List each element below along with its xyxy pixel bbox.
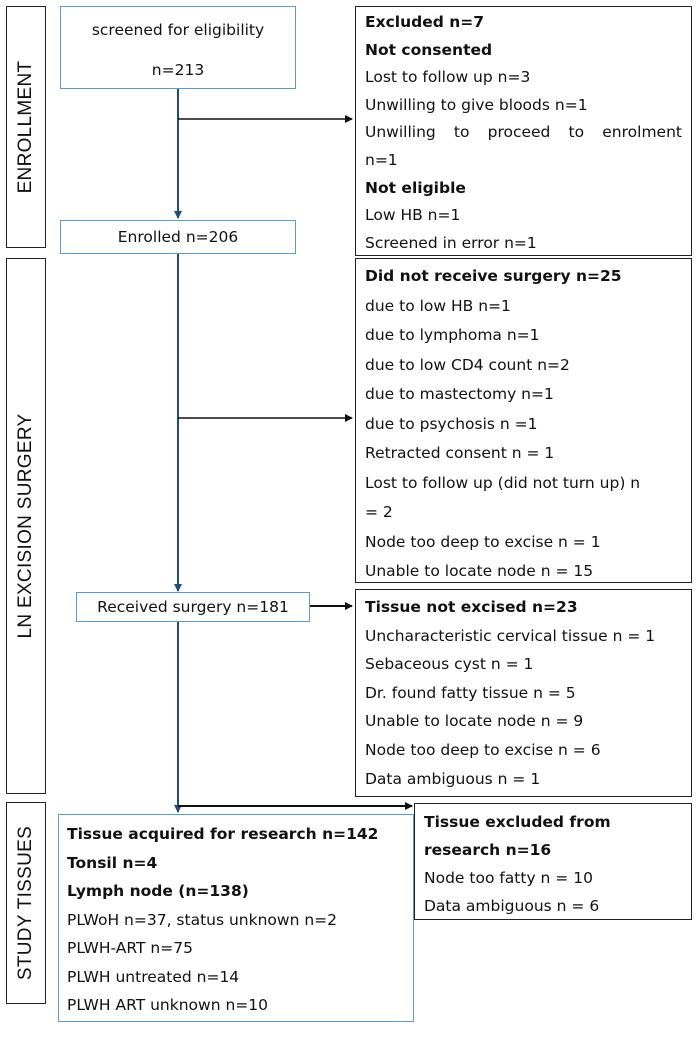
enrolled-box: Enrolled n=206 [60,220,296,254]
excluded-item-error: Screened in error n=1 [365,233,537,252]
acquired-item: PLWH-ART n=75 [67,939,193,957]
tissue-excluded-title: Tissue excluded from [424,813,611,831]
received-box: Received surgery n=181 [76,592,310,622]
acquired-item: PLWH untreated n=14 [67,967,240,986]
not-excised-title: Tissue not excised n=23 [365,598,578,616]
acquired-tonsil: Tonsil n=4 [67,853,158,872]
no-surgery-item: due to psychosis n =1 [365,414,538,433]
not-excised-item: Uncharacteristic cervical tissue n = 1 [365,626,656,645]
excluded-item-proceed: Unwilling to proceed to enrolment [365,123,682,142]
screened-box: screened for eligibility n=213 [60,6,296,89]
acquired-item: PLWH ART unknown n=10 [67,996,269,1014]
acquired-item: PLWoH n=37, status unknown n=2 [67,910,338,929]
no-surgery-item: due to mastectomy n=1 [365,385,554,403]
screened-count: n=213 [151,60,205,79]
no-surgery-item: Lost to follow up (did not turn up) n [365,473,641,492]
excluded-box: Excluded n=7 Not consented Lost to follo… [355,6,692,256]
not-excised-item: Unable to locate node n = 9 [365,712,584,731]
excluded-item-proceed-count: n=1 [365,150,398,169]
phase-study: STUDY TISSUES [6,802,46,1004]
not-excised-item: Node too deep to excise n = 6 [365,740,601,759]
tissue-excluded-title-2: research n=16 [424,841,552,859]
received-label: Received surgery n=181 [97,598,289,616]
not-eligible-heading: Not eligible [365,178,466,197]
tissue-excluded-item: Node too fatty n = 10 [424,869,593,887]
excluded-item-bloods: Unwilling to give bloods n=1 [365,95,588,114]
no-surgery-title: Did not receive surgery n=25 [365,267,622,285]
no-surgery-item: Node too deep to excise n = 1 [365,532,601,551]
excluded-item-low-hb: Low HB n=1 [365,206,461,225]
acquired-box: Tissue acquired for research n=142 Tonsi… [58,814,414,1022]
not-excised-item: Dr. found fatty tissue n = 5 [365,683,576,702]
tissue-excluded-item: Data ambiguous n = 6 [424,897,600,915]
excluded-item-lost: Lost to follow up n=3 [365,68,531,87]
not-excised-item: Sebaceous cyst n = 1 [365,655,534,674]
enrolled-label: Enrolled n=206 [117,228,239,246]
acquired-lymph: Lymph node (n=138) [67,882,249,900]
phase-surgery: LN EXCISION SURGERY [6,258,46,794]
screened-label: screened for eligibility [91,21,265,39]
no-surgery-item: due to lymphoma n=1 [365,326,540,344]
not-excised-item: Data ambiguous n = 1 [365,769,541,788]
no-surgery-item: due to low HB n=1 [365,296,511,315]
tissue-excluded-box: Tissue excluded from research n=16 Node … [414,803,692,920]
not-excised-box: Tissue not excised n=23 Uncharacteristic… [355,589,692,797]
excluded-title: Excluded n=7 [365,13,485,31]
acquired-title: Tissue acquired for research n=142 [67,825,379,843]
no-surgery-item: Unable to locate node n = 15 [365,562,594,580]
no-surgery-box: Did not receive surgery n=25 due to low … [355,258,692,583]
not-consented-heading: Not consented [365,40,493,59]
no-surgery-item: Retracted consent n = 1 [365,444,555,462]
phase-enrollment: ENROLLMENT [6,6,46,248]
no-surgery-item: = 2 [365,503,393,521]
no-surgery-item: due to low CD4 count n=2 [365,355,570,374]
